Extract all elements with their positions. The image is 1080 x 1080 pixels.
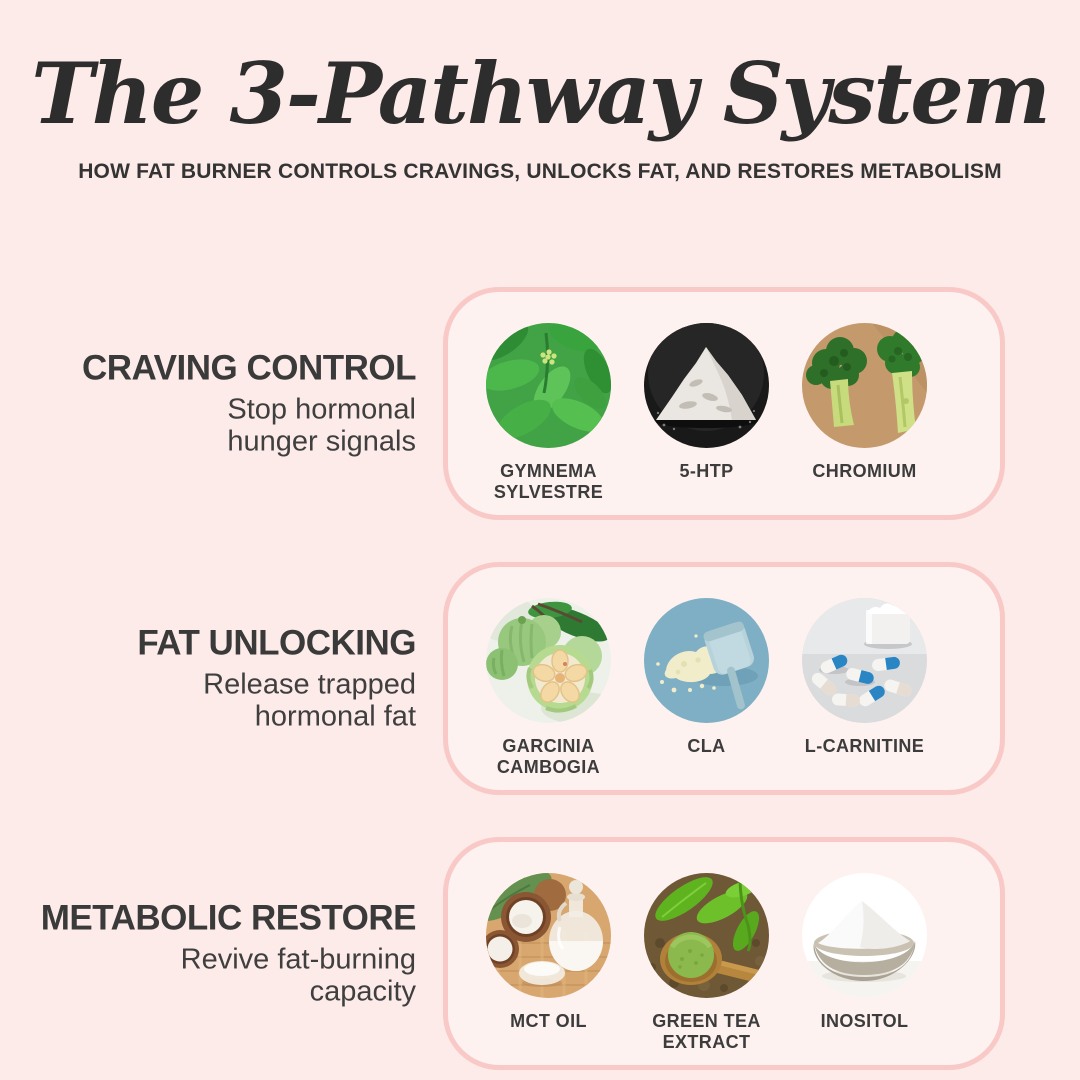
section-description-craving-control: Stop hormonal hunger signals [227, 393, 416, 458]
ingredient-chromium: CHROMIUM [802, 323, 927, 515]
section-description-fat-unlocking: Release trapped hormonal fat [203, 668, 416, 733]
ingredient-label-cla: CLA [687, 736, 726, 756]
ingredient-l-carnitine: L-CARNITINE [802, 598, 927, 790]
powder-bowl-photo [802, 873, 927, 998]
ingredient-label-inositol: INOSITOL [820, 1011, 909, 1031]
ingredient-card-metabolic-restore: MCT OIL [443, 837, 1005, 1070]
capsules-photo [802, 598, 927, 723]
pathway-row-metabolic-restore: METABOLIC RESTORE Revive fat-burning cap… [0, 837, 1080, 1070]
ingredient-label-mct-oil: MCT OIL [510, 1011, 587, 1031]
page-title: The 3-Pathway System [31, 44, 1050, 143]
ingredient-label-5-htp: 5-HTP [679, 461, 734, 481]
section-heading-metabolic-restore: METABOLIC RESTORE [40, 897, 417, 937]
section-heading-fat-unlocking: FAT UNLOCKING [137, 622, 416, 662]
ingredient-gymnema-sylvestre: GYMNEMA SYLVESTRE [486, 323, 611, 515]
ingredient-card-craving-control: GYMNEMA SYLVESTRE [443, 287, 1005, 520]
section-text-craving-control: CRAVING CONTROL Stop hormonal hunger sig… [40, 347, 417, 458]
ingredient-5-htp: 5-HTP [644, 323, 769, 515]
coconut-oil-photo [486, 873, 611, 998]
gymnema-sylvestre-leaves-photo [486, 323, 611, 448]
ingredient-label-gymnema-sylvestre: GYMNEMA SYLVESTRE [493, 461, 604, 503]
section-description-metabolic-restore: Revive fat-burning capacity [180, 943, 416, 1008]
section-heading-craving-control: CRAVING CONTROL [81, 347, 417, 387]
ingredient-card-fat-unlocking: GARCINIA CAMBOGIA [443, 562, 1005, 795]
pathway-row-craving-control: CRAVING CONTROL Stop hormonal hunger sig… [0, 287, 1080, 520]
page-subtitle: HOW FAT BURNER CONTROLS CRAVINGS, UNLOCK… [78, 160, 1002, 184]
ingredient-inositol: INOSITOL [802, 873, 927, 1065]
ingredient-label-chromium: CHROMIUM [812, 461, 917, 481]
ingredient-label-garcinia-cambogia: GARCINIA CAMBOGIA [496, 736, 601, 778]
white-powder-pile-photo [644, 323, 769, 448]
ingredient-garcinia-cambogia: GARCINIA CAMBOGIA [486, 598, 611, 790]
ingredient-cla: CLA [644, 598, 769, 790]
broccoli-photo [802, 323, 927, 448]
garcinia-fruit-photo [486, 598, 611, 723]
pathway-row-fat-unlocking: FAT UNLOCKING Release trapped hormonal f… [0, 562, 1080, 795]
infographic-poster: The 3-Pathway System HOW FAT BURNER CONT… [0, 44, 1080, 1080]
matcha-spoon-photo [644, 873, 769, 998]
ingredient-label-l-carnitine: L-CARNITINE [804, 736, 925, 756]
section-text-fat-unlocking: FAT UNLOCKING Release trapped hormonal f… [40, 622, 416, 733]
ingredient-green-tea-extract: GREEN TEA EXTRACT [644, 873, 769, 1065]
section-text-metabolic-restore: METABOLIC RESTORE Revive fat-burning cap… [40, 897, 417, 1008]
ingredient-mct-oil: MCT OIL [486, 873, 611, 1065]
powder-scoop-photo [644, 598, 769, 723]
ingredient-label-green-tea-extract: GREEN TEA EXTRACT [652, 1011, 761, 1053]
